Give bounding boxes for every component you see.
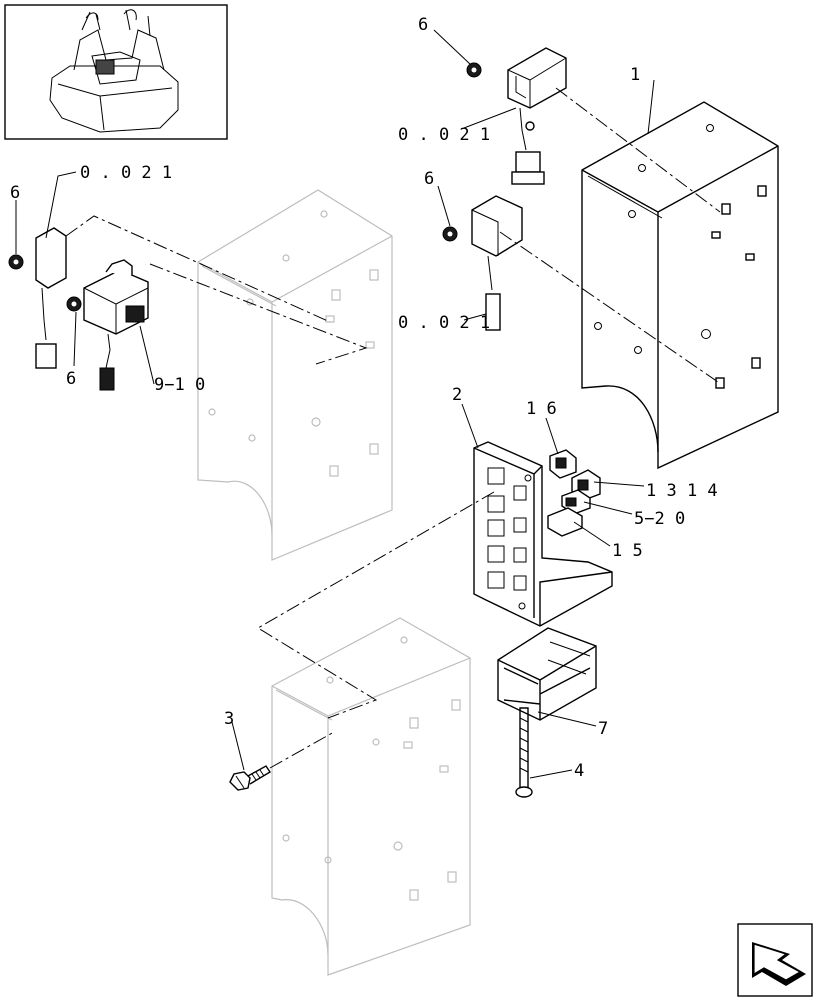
part-3-screw — [229, 765, 271, 791]
callout-2: 2 — [452, 385, 462, 405]
callout-6-mid: 6 — [424, 169, 434, 189]
callout-ref-left: 0 . 0 2 1 — [80, 163, 172, 183]
callout-9-10: 9−1 0 — [154, 375, 205, 395]
arrow-icon — [752, 942, 806, 986]
location-thumbnail — [4, 4, 228, 140]
callout-4: 4 — [574, 761, 584, 781]
callout-ref-mid: 0 . 0 2 1 — [398, 313, 490, 333]
next-page-arrow-button[interactable] — [737, 923, 813, 997]
part-1-housing — [581, 101, 779, 470]
nut-6-mid — [442, 226, 458, 242]
sensor-top — [507, 47, 567, 185]
callout-6-lower: 6 — [66, 369, 76, 389]
callout-1: 1 — [630, 65, 640, 85]
ghost-housing-lower — [271, 617, 471, 976]
callout-15: 1 5 — [612, 541, 643, 561]
part-7-holder — [497, 627, 597, 721]
callout-7: 7 — [598, 719, 608, 739]
part-4-bolt — [515, 707, 533, 798]
leader-lines — [15, 29, 655, 779]
assembly-lines — [65, 87, 721, 769]
nut-6-left — [8, 254, 24, 270]
module-9-10 — [83, 259, 149, 391]
callout-ref-top: 0 . 0 2 1 — [398, 125, 490, 145]
callout-6-top: 6 — [418, 15, 428, 35]
relay-16 — [549, 449, 577, 479]
callout-labels: 0 . 0 2 1 0 . 0 2 1 0 . 0 2 1 1 2 3 4 6 … — [10, 15, 718, 781]
sensor-left — [35, 227, 67, 369]
callout-3: 3 — [224, 709, 234, 729]
ghost-housing-upper — [197, 189, 393, 561]
relay-15 — [547, 507, 583, 537]
callout-5-20: 5−2 0 — [634, 509, 685, 529]
callout-13-14: 1 3 1 4 — [646, 481, 718, 501]
sensor-middle — [471, 195, 523, 331]
callout-6-left: 6 — [10, 183, 20, 203]
nut-6-lower — [66, 296, 82, 312]
nut-6-top — [466, 62, 482, 78]
seat-thumbnail-icon — [49, 9, 179, 133]
callout-16: 1 6 — [526, 399, 557, 419]
part-2-relay-bracket — [473, 441, 613, 627]
